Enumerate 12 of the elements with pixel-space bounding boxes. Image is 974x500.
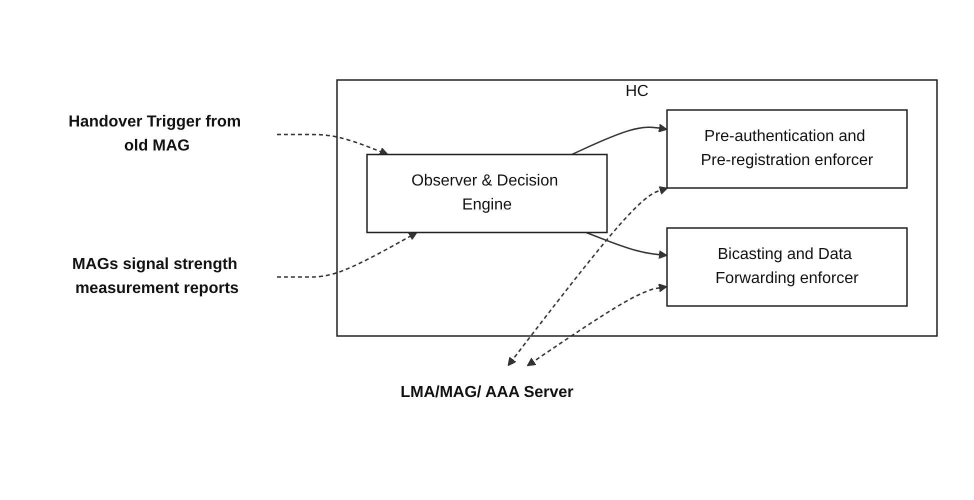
node-box: Pre-authentication and Pre-registration enforcer xyxy=(666,109,908,189)
node-box: Bicasting and Data Forwarding enforcer xyxy=(666,227,908,307)
node-text: Handover Trigger from old MAG xyxy=(68,114,242,154)
arrow xyxy=(508,186,668,366)
arrow xyxy=(586,232,668,259)
arrow xyxy=(571,124,668,156)
node-text: MAGs signal strength measurement reports xyxy=(72,256,239,297)
arrow xyxy=(277,134,388,156)
arrow xyxy=(526,284,668,366)
node-text: LMA/MAG/ AAA Server xyxy=(400,384,574,401)
arrow xyxy=(277,232,418,278)
node-box: Observer & Decision Engine xyxy=(366,154,608,234)
